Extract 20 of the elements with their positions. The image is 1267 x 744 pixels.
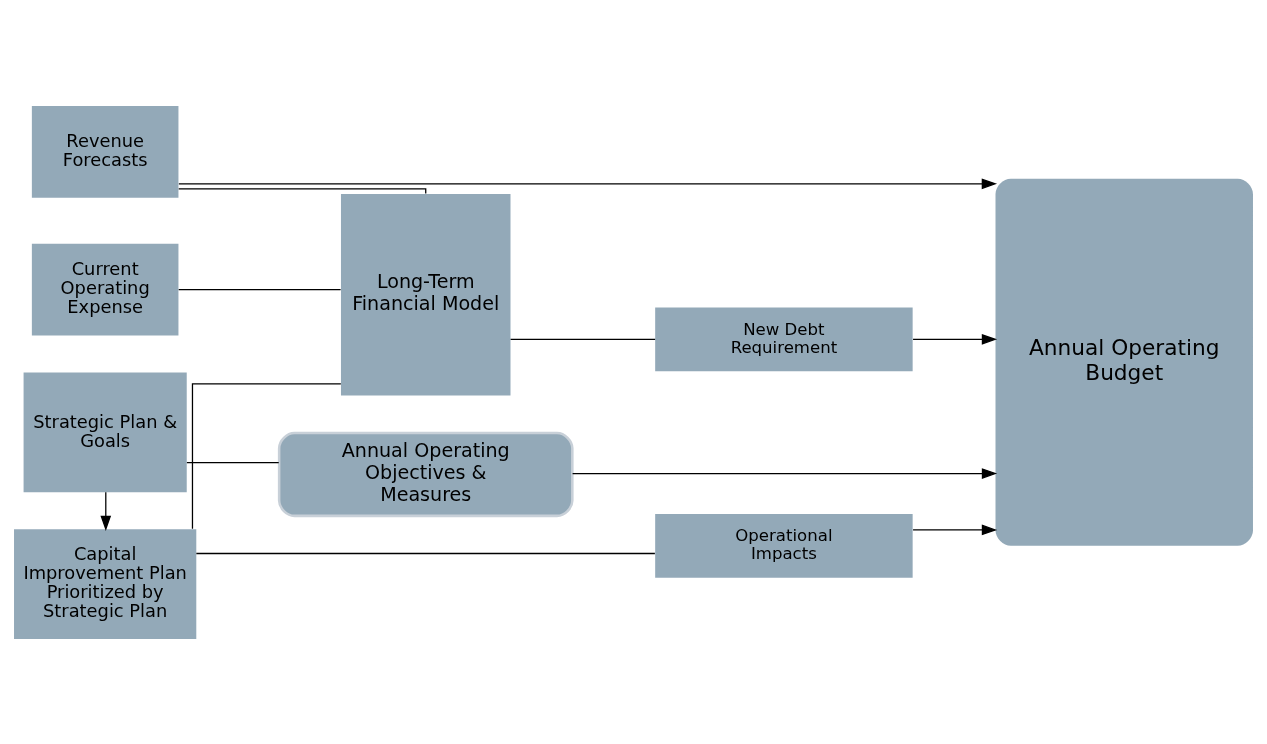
node-box: Annual Operating Budget: [995, 178, 1253, 546]
node-box: Long-Term Financial Model: [340, 193, 511, 395]
arrow: [912, 524, 998, 535]
arrow: [912, 333, 998, 345]
node-box: Revenue Forecasts: [31, 105, 179, 198]
connector: [186, 461, 280, 463]
connector: [509, 338, 656, 340]
connector: [178, 288, 342, 290]
node-box: Annual Operating Objectives & Measures: [277, 431, 574, 517]
node-box: New Debt Requirement: [655, 307, 913, 371]
connector: [178, 187, 427, 194]
arrow: [178, 178, 997, 189]
node-box: Strategic Plan & Goals: [23, 372, 187, 492]
connector: [195, 552, 656, 554]
arrow: [571, 467, 998, 479]
node-box: Operational Impacts: [655, 513, 913, 578]
node-box: Capital Improvement Plan Prioritized by Strategic Plan: [14, 528, 197, 639]
connector: [191, 382, 342, 529]
arrow: [100, 491, 112, 531]
node-box: Current Operating Expense: [31, 243, 179, 336]
